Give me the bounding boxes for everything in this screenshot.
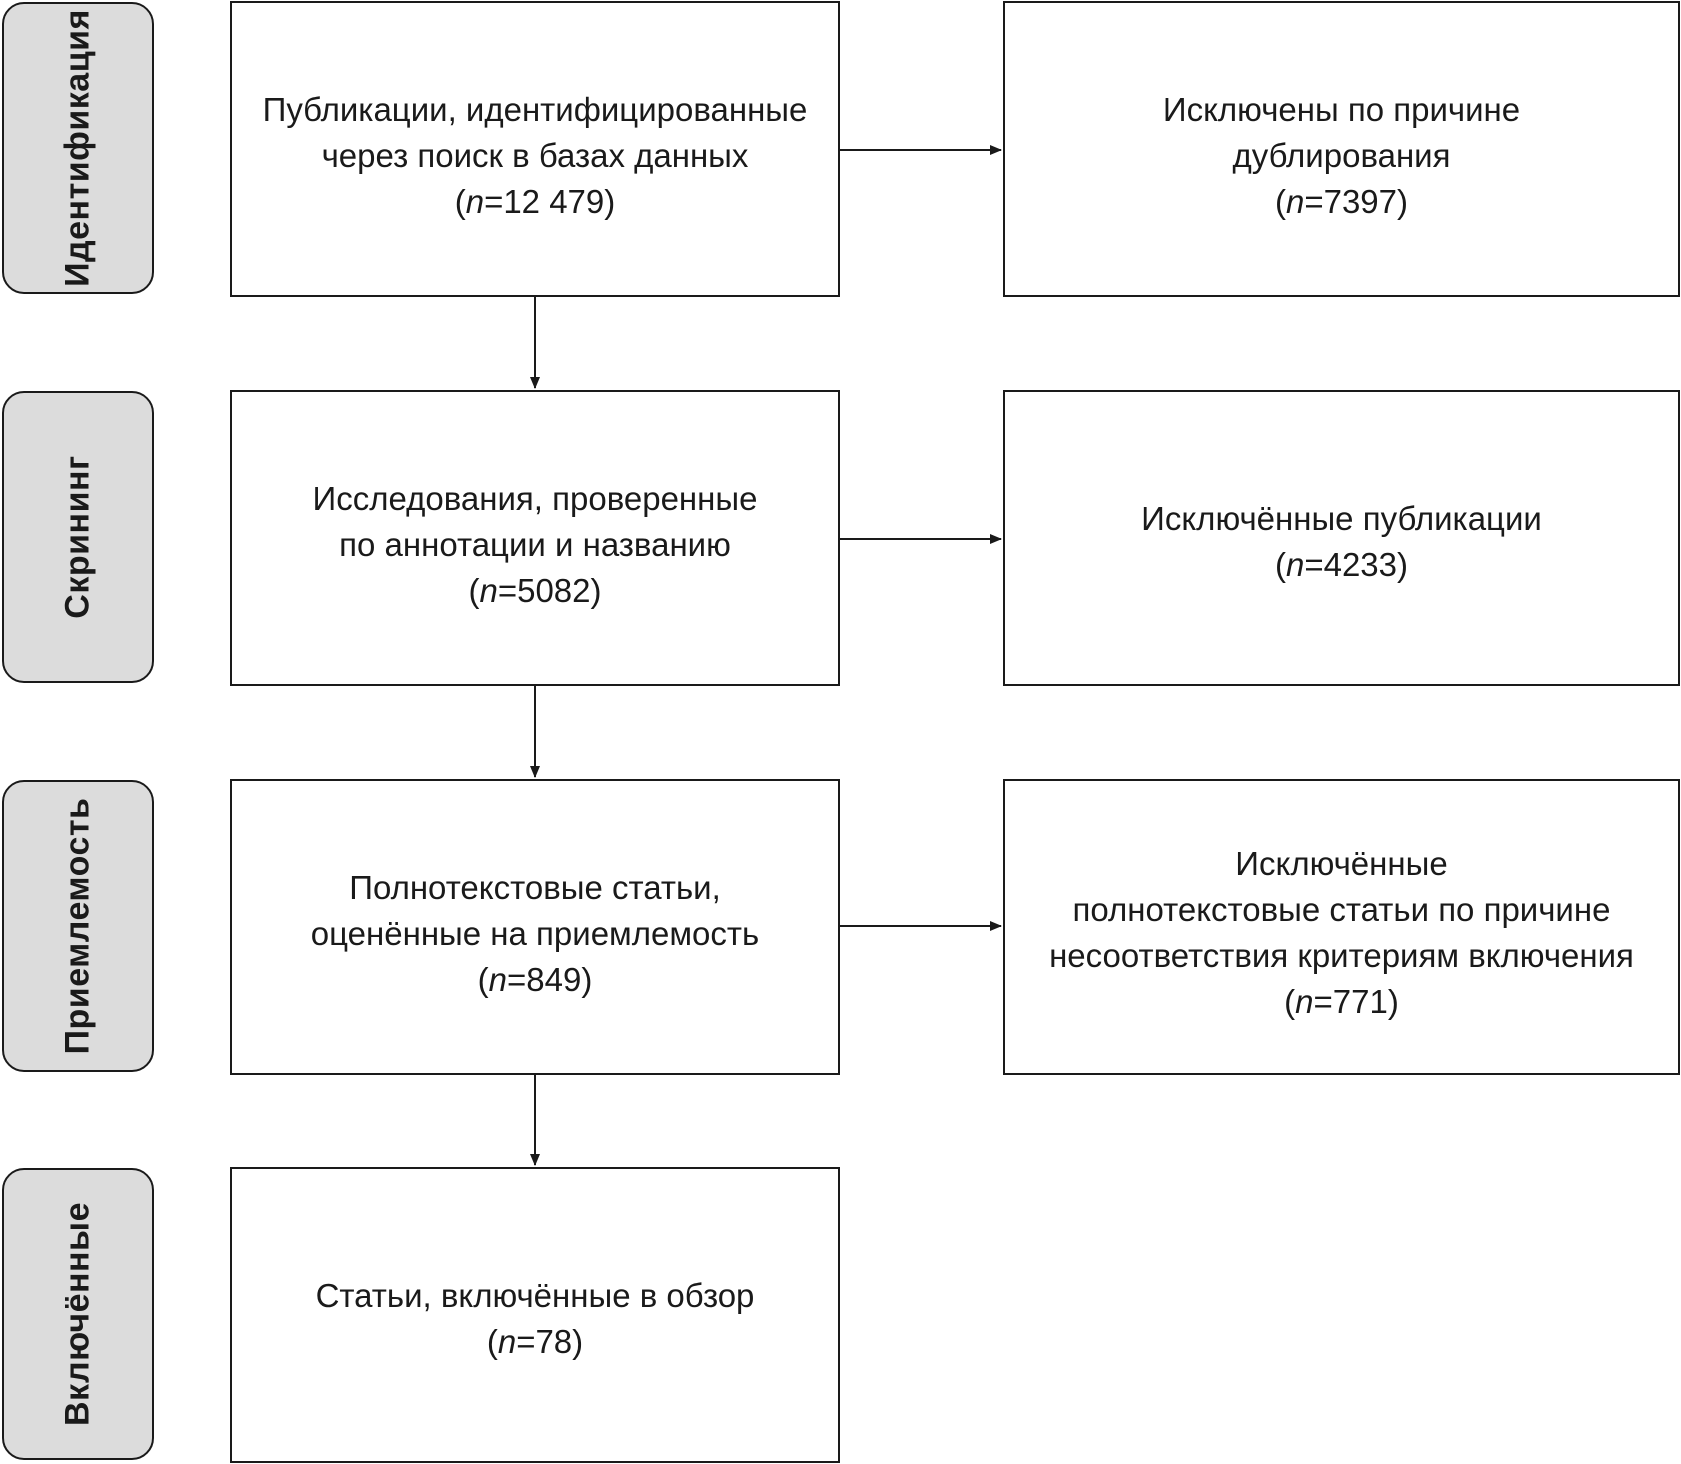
count-label: (n=849) <box>477 961 593 998</box>
stage-label: Скрининг <box>58 455 97 619</box>
box-excluded-fulltext: Исключённые полнотекстовые статьи по при… <box>1003 779 1680 1075</box>
count-label: (n=7397) <box>1274 183 1409 220</box>
box-text-line: Полнотекстовые статьи, <box>349 869 721 906</box>
count-label: (n=5082) <box>468 572 602 609</box>
box-text-line: по аннотации и названию <box>339 526 731 563</box>
stage-label: Идентификация <box>58 9 97 287</box>
box-text-line: полнотекстовые статьи по причине <box>1072 891 1611 928</box>
stage-included: Включённые <box>2 1168 154 1460</box>
count-label: (n=4233) <box>1274 546 1409 583</box>
box-text-line: Статьи, включённые в обзор <box>315 1277 755 1314</box>
stage-eligibility: Приемлемость <box>2 780 154 1072</box>
box-included-studies: Статьи, включённые в обзор (n=78) <box>230 1167 840 1463</box>
stage-identification: Идентификация <box>2 2 154 294</box>
box-text-line: Исследования, проверенные <box>312 480 758 517</box>
stage-screening: Скрининг <box>2 391 154 683</box>
box-fulltext-assessed: Полнотекстовые статьи, оценённые на прие… <box>230 779 840 1075</box>
count-label: (n=12 479) <box>454 183 616 220</box>
box-excluded-duplicates: Исключены по причине дублирования (n=739… <box>1003 1 1680 297</box>
box-identified-records: Публикации, идентифицированные через пои… <box>230 1 840 297</box>
box-text-line: оценённые на приемлемость <box>310 915 760 952</box>
stage-label: Приемлемость <box>58 797 97 1055</box>
box-text-line: Исключённые публикации <box>1141 500 1542 537</box>
count-label: (n=78) <box>486 1323 584 1360</box>
box-text-line: дублирования <box>1232 137 1451 174</box>
box-text-line: Публикации, идентифицированные <box>262 91 808 128</box>
box-text-line: через поиск в базах данных <box>321 137 749 174</box>
stage-label: Включённые <box>58 1202 97 1426</box>
count-label: (n=771) <box>1284 983 1399 1020</box>
box-text-line: Исключённые <box>1235 845 1448 882</box>
box-text-line: Исключены по причине <box>1162 91 1521 128</box>
box-screened-records: Исследования, проверенные по аннотации и… <box>230 390 840 686</box>
box-excluded-records: Исключённые публикации (n=4233) <box>1003 390 1680 686</box>
box-text-line: несоответствия критериям включения <box>1049 937 1634 974</box>
